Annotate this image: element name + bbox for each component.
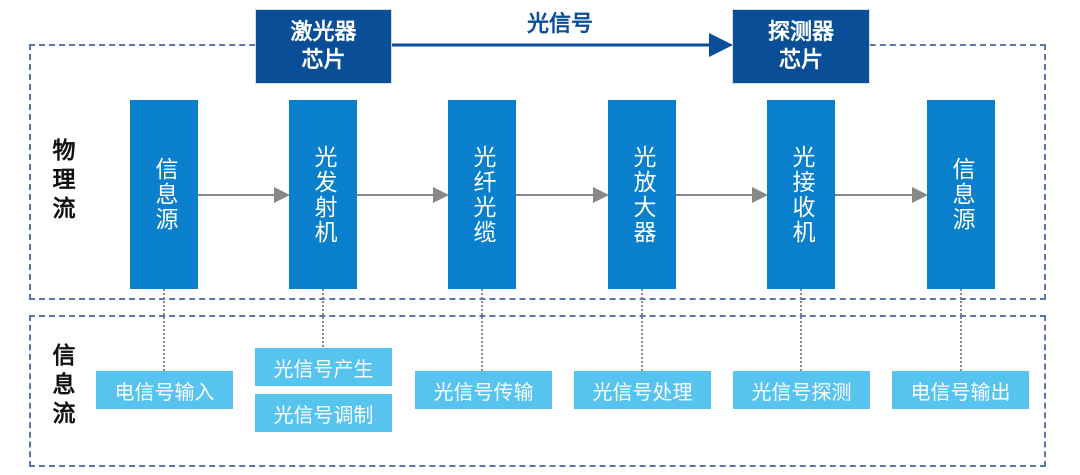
info-flow-region bbox=[29, 315, 1046, 467]
block-optical-amplifier: 光放大器 bbox=[608, 100, 676, 289]
block-optical-receiver: 光接收机 bbox=[767, 100, 835, 289]
optical-signal-label: 光信号 bbox=[526, 12, 593, 37]
block-info-sink: 信息源 bbox=[927, 100, 995, 289]
block-optical-fiber-cable: 光纤光缆 bbox=[448, 100, 516, 289]
label-electrical-output: 电信号输出 bbox=[892, 371, 1029, 409]
label-optical-modulation: 光信号调制 bbox=[255, 394, 392, 432]
detector-chip: 探测器 芯片 bbox=[732, 9, 870, 84]
label-optical-transmission: 光信号传输 bbox=[415, 371, 552, 409]
physical-flow-label: 物理流 bbox=[48, 138, 74, 225]
laser-chip: 激光器 芯片 bbox=[255, 9, 392, 84]
info-flow-label: 信息流 bbox=[48, 343, 74, 430]
label-electrical-input: 电信号输入 bbox=[96, 371, 233, 409]
label-optical-detection: 光信号探测 bbox=[733, 371, 870, 409]
label-optical-generation: 光信号产生 bbox=[255, 348, 392, 386]
block-optical-transmitter: 光发射机 bbox=[289, 100, 357, 289]
block-info-source: 信息源 bbox=[130, 100, 198, 289]
label-optical-processing: 光信号处理 bbox=[574, 371, 711, 409]
